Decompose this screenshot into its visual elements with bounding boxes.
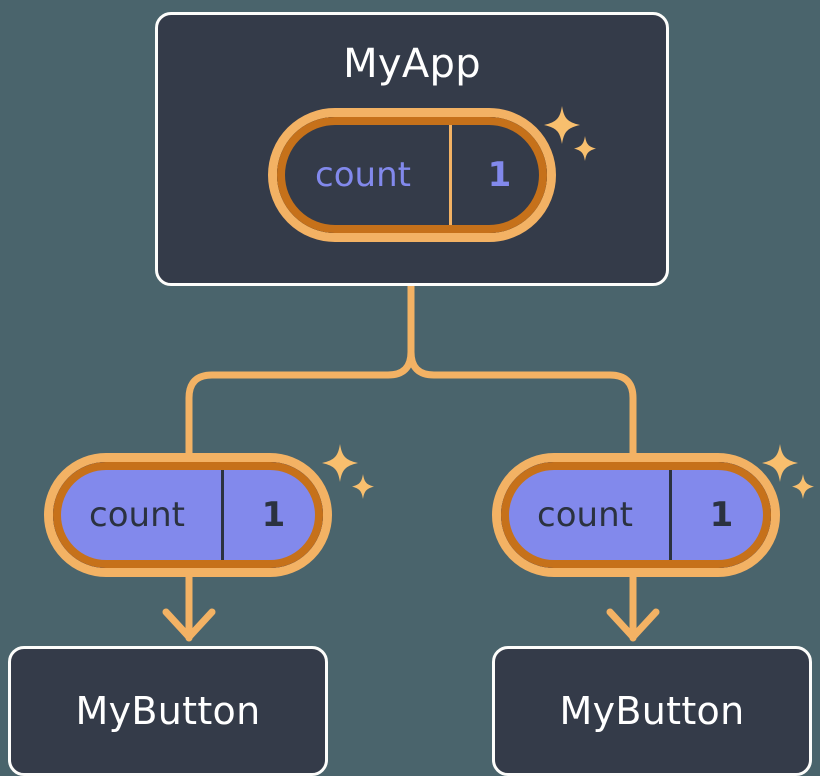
state-pill-child-left-value: 1 [221,462,323,568]
component-title-myapp: MyApp [343,41,481,87]
state-pill-child-right-inner: count 1 [501,462,771,568]
connector-branch-root-to-child-right [407,348,637,459]
state-pill-child-left[interactable]: count 1 [44,453,332,577]
state-pill-child-right-key: count [537,495,633,535]
sparkle-small-icon [352,474,374,499]
state-pill-child-right-value: 1 [669,462,771,568]
state-pill-root-value: 1 [449,117,547,233]
sparkle-large-icon [762,444,798,482]
state-pill-child-left-inner: count 1 [53,462,323,568]
arrow-head-left-icon [162,608,216,641]
sparkle-large-icon [322,444,358,482]
arrow-head-right-icon [606,608,660,641]
sparkle-small-icon [792,474,814,499]
state-pill-root-key: count [315,155,411,195]
component-title-mybutton-left: MyButton [75,689,261,733]
state-pill-child-right[interactable]: count 1 [492,453,780,577]
component-card-mybutton-left[interactable]: MyButton [8,646,328,776]
component-title-mybutton-right: MyButton [559,689,745,733]
state-pill-child-left-key: count [89,495,185,535]
component-card-mybutton-right[interactable]: MyButton [492,646,812,776]
state-pill-root-inner: count 1 [277,117,547,233]
state-pill-root[interactable]: count 1 [268,108,556,242]
connector-branch-root-to-children [185,282,415,459]
